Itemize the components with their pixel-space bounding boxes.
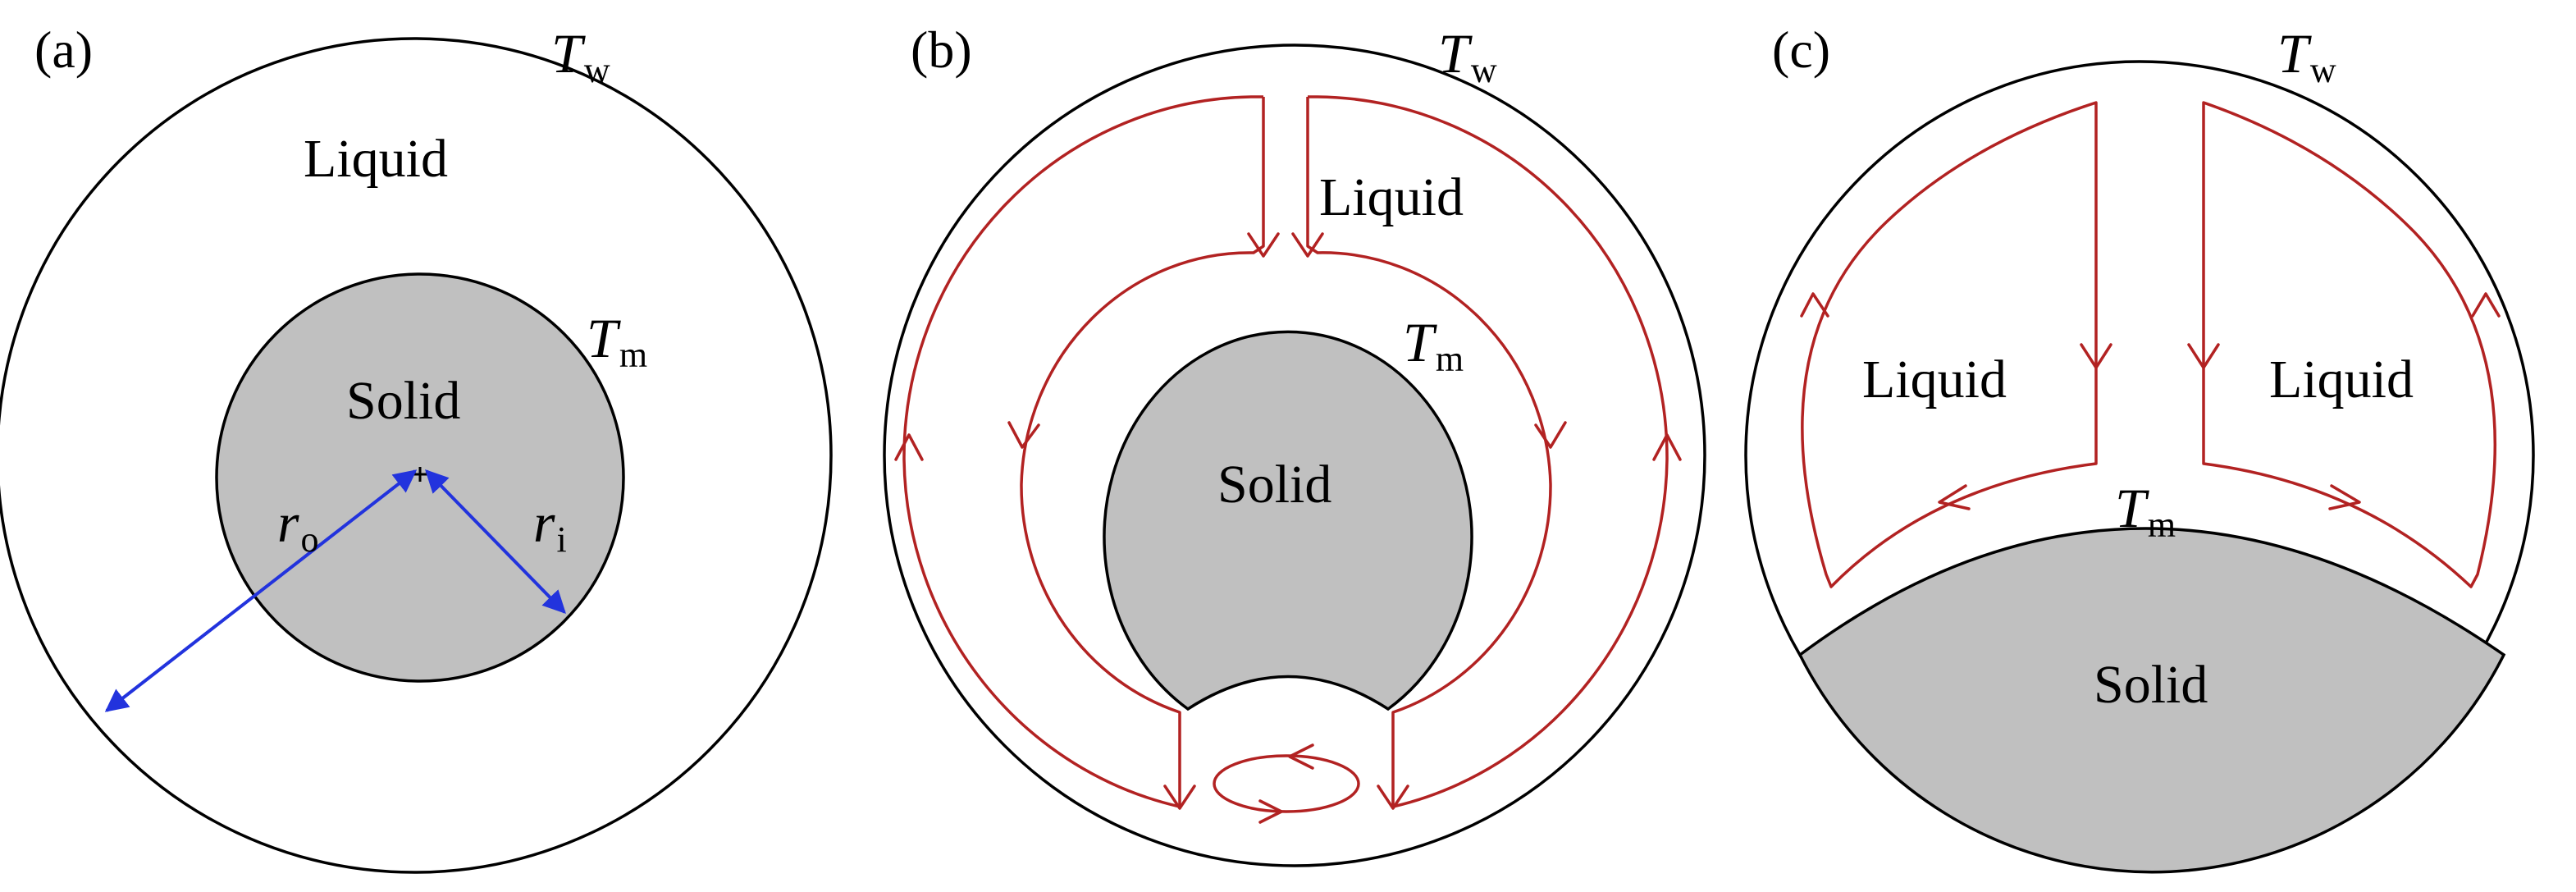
liquid-right-label-c: Liquid	[2269, 350, 2414, 409]
inner-radius-label: ri	[533, 492, 567, 560]
outer-radius-arrow	[104, 469, 418, 712]
flow-loop-left-c	[1801, 101, 2098, 588]
panel-a: (a) Tw Liquid Tm Solid ro ri	[0, 21, 833, 874]
flow-loop-right-b	[1306, 97, 1552, 807]
panel-c: (c) Tw Liquid Liquid Tm Solid	[1744, 21, 2535, 874]
solid-region-c	[1797, 527, 2506, 874]
solid-label-c: Solid	[2094, 655, 2208, 715]
outer-radius-label: ro	[277, 492, 318, 560]
melt-temp-b: Tm	[1403, 311, 1464, 379]
solid-label-b: Solid	[1217, 455, 1331, 515]
solid-label-a: Solid	[346, 371, 460, 431]
solid-core-b	[1103, 330, 1473, 711]
liquid-label-b: Liquid	[1319, 167, 1464, 227]
liquid-label-a: Liquid	[304, 129, 448, 189]
wall-temp-a: Tw	[551, 22, 610, 90]
flow-loop-right-c	[2202, 101, 2497, 588]
inner-radius-arrow	[425, 469, 566, 615]
outer-wall-a	[0, 37, 833, 874]
flow-loop-right-outer-b	[1308, 95, 1669, 808]
panel-label-b: (b)	[911, 21, 972, 79]
panel-label-c: (c)	[1772, 21, 1830, 79]
outer-wall-b	[883, 43, 1706, 867]
wall-temp-c: Tw	[2277, 22, 2336, 90]
panel-b: (b) Tw Liquid Tm Solid	[883, 21, 1706, 867]
panel-label-a: (a)	[34, 21, 93, 79]
flow-arrows-b	[894, 232, 1682, 824]
flow-arrows-c	[1800, 292, 2501, 510]
wall-temp-b: Tw	[1438, 22, 1497, 90]
flow-loop-left-outer-b	[902, 95, 1263, 808]
melt-temp-a: Tm	[587, 307, 647, 375]
flow-loop-left-b	[1020, 97, 1265, 807]
liquid-left-label-c: Liquid	[1862, 350, 2007, 409]
flow-eddy-b	[1213, 754, 1360, 813]
melt-temp-c: Tm	[2115, 477, 2176, 545]
